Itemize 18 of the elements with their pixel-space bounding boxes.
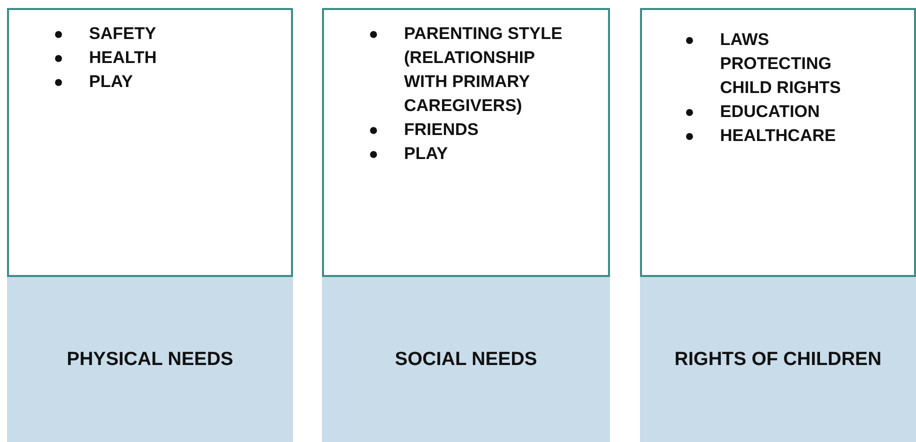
category-heading: RIGHTS OF CHILDREN [674, 348, 882, 370]
list-item: LAWS PROTECTING CHILD RIGHTS [720, 29, 842, 99]
list-item: HEALTH [89, 47, 158, 69]
list-card [640, 8, 916, 277]
list-item: EDUCATION [720, 101, 821, 123]
list-item: PARENTING STYLE (RELATIONSHIP WITH PRIMARY CAREGIVERS) [404, 23, 564, 117]
category-heading: SOCIAL NEEDS [394, 348, 538, 370]
list-item: HEALTHCARE [720, 125, 837, 147]
category-panel [7, 277, 293, 442]
category-panel [640, 277, 916, 442]
category-heading: PHYSICAL NEEDS [66, 348, 234, 370]
list-card [7, 8, 293, 277]
category-panel [322, 277, 610, 442]
list-item: PLAY [404, 143, 449, 165]
list-item: FRIENDS [404, 119, 480, 141]
list-item: PLAY [89, 71, 134, 93]
list-item: SAFETY [89, 23, 158, 45]
list-card [322, 8, 610, 277]
